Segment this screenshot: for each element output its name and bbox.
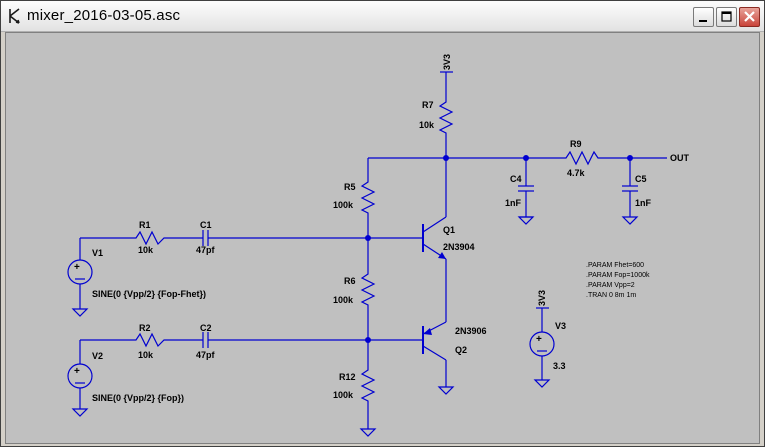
net-label-3v3-top[interactable]: 3V3 — [440, 54, 453, 73]
ground-symbol — [71, 308, 89, 317]
ground-symbol — [71, 408, 89, 417]
svg-text:C4: C4 — [510, 174, 522, 184]
ltspice-icon — [9, 8, 20, 24]
resistor-r5[interactable]: R5 100k — [333, 178, 376, 217]
minimize-icon — [699, 20, 707, 22]
svg-text:2N3906: 2N3906 — [455, 326, 487, 336]
svg-text:R6: R6 — [344, 276, 356, 286]
voltage-source-v3[interactable]: + V3 3.3 — [529, 321, 566, 371]
ground-symbol — [437, 386, 455, 395]
capacitor-c2[interactable]: C2 47pf — [196, 323, 216, 360]
svg-text:Q1: Q1 — [443, 225, 455, 235]
net-label-3v3-v3[interactable]: 3V3 — [536, 290, 549, 309]
schematic-drawing: 3V3 R7 10k R9 4.7k OUT — [67, 54, 690, 437]
ground-symbol — [621, 216, 639, 225]
svg-text:V1: V1 — [92, 248, 103, 258]
close-button[interactable] — [739, 7, 760, 27]
resistor-r6[interactable]: R6 100k — [333, 270, 376, 310]
svg-text:V3: V3 — [555, 321, 566, 331]
svg-text:C2: C2 — [200, 323, 212, 333]
svg-text:.PARAM Fhet=600: .PARAM Fhet=600 — [586, 262, 644, 269]
svg-text:R7: R7 — [422, 100, 434, 110]
svg-text:V2: V2 — [92, 351, 103, 361]
svg-text:.PARAM Vpp=2: .PARAM Vpp=2 — [586, 282, 635, 289]
window-title: mixer_2016-03-05.asc — [27, 7, 181, 24]
transistor-q2[interactable]: 2N3906 Q2 — [368, 321, 487, 387]
svg-text:R12: R12 — [339, 372, 356, 382]
resistor-r12[interactable]: R12 100k — [333, 366, 376, 406]
close-icon — [744, 11, 755, 22]
svg-text:C1: C1 — [200, 220, 212, 230]
spice-directives[interactable]: .PARAM Fhet=600 .PARAM Fop=1000k .PARAM … — [586, 262, 650, 299]
svg-text:3V3: 3V3 — [537, 290, 547, 306]
resistor-r7[interactable]: R7 10k — [419, 98, 454, 138]
svg-text:R2: R2 — [139, 323, 151, 333]
svg-text:C5: C5 — [635, 174, 647, 184]
ground-symbol — [533, 379, 551, 388]
svg-text:+: + — [74, 366, 80, 377]
maximize-button[interactable] — [716, 7, 737, 27]
svg-text:R5: R5 — [344, 182, 356, 192]
svg-text:3V3: 3V3 — [442, 54, 452, 70]
svg-text:10k: 10k — [138, 245, 154, 255]
svg-text:R1: R1 — [139, 220, 151, 230]
svg-text:1nF: 1nF — [505, 198, 522, 208]
svg-text:3.3: 3.3 — [553, 361, 566, 371]
ground-symbol — [359, 428, 377, 437]
svg-text:+: + — [74, 262, 80, 273]
svg-text:47pf: 47pf — [196, 350, 216, 360]
svg-text:.PARAM Fop=1000k: .PARAM Fop=1000k — [586, 272, 650, 279]
maximize-icon — [721, 11, 732, 22]
transistor-q1[interactable]: Q1 2N3904 — [368, 158, 475, 260]
svg-text:Q2: Q2 — [455, 345, 467, 355]
svg-text:10k: 10k — [138, 350, 154, 360]
svg-text:SINE(0 {Vpp/2} {Fop-Fhet}): SINE(0 {Vpp/2} {Fop-Fhet}) — [92, 289, 206, 299]
svg-text:R9: R9 — [570, 139, 582, 149]
out-label: OUT — [670, 153, 690, 163]
voltage-source-v2[interactable]: + V2 SINE(0 {Vpp/2} {Fop}) — [67, 351, 184, 403]
ground-symbol — [517, 216, 535, 225]
voltage-source-v1[interactable]: + V1 SINE(0 {Vpp/2} {Fop-Fhet}) — [67, 248, 206, 299]
resistor-r9[interactable]: R9 4.7k — [562, 139, 602, 178]
schematic-canvas[interactable]: 3V3 R7 10k R9 4.7k OUT — [5, 32, 760, 444]
svg-text:100k: 100k — [333, 390, 354, 400]
minimize-button[interactable] — [693, 7, 714, 27]
svg-text:100k: 100k — [333, 295, 354, 305]
svg-text:47pf: 47pf — [196, 245, 216, 255]
title-bar[interactable]: mixer_2016-03-05.asc — [1, 1, 764, 32]
svg-text:+: + — [536, 334, 542, 345]
svg-text:SINE(0 {Vpp/2} {Fop}): SINE(0 {Vpp/2} {Fop}) — [92, 393, 184, 403]
svg-text:.TRAN 0 8m 1m: .TRAN 0 8m 1m — [586, 292, 636, 299]
capacitor-c4[interactable]: C4 1nF — [505, 158, 534, 217]
resistor-r1[interactable]: R1 10k — [132, 220, 168, 255]
capacitor-c5[interactable]: C5 1nF — [622, 158, 652, 217]
svg-text:1nF: 1nF — [635, 198, 652, 208]
svg-text:2N3904: 2N3904 — [443, 242, 475, 252]
svg-text:4.7k: 4.7k — [567, 168, 586, 178]
resistor-r2[interactable]: R2 10k — [132, 323, 168, 360]
svg-text:100k: 100k — [333, 200, 354, 210]
svg-text:10k: 10k — [419, 120, 435, 130]
